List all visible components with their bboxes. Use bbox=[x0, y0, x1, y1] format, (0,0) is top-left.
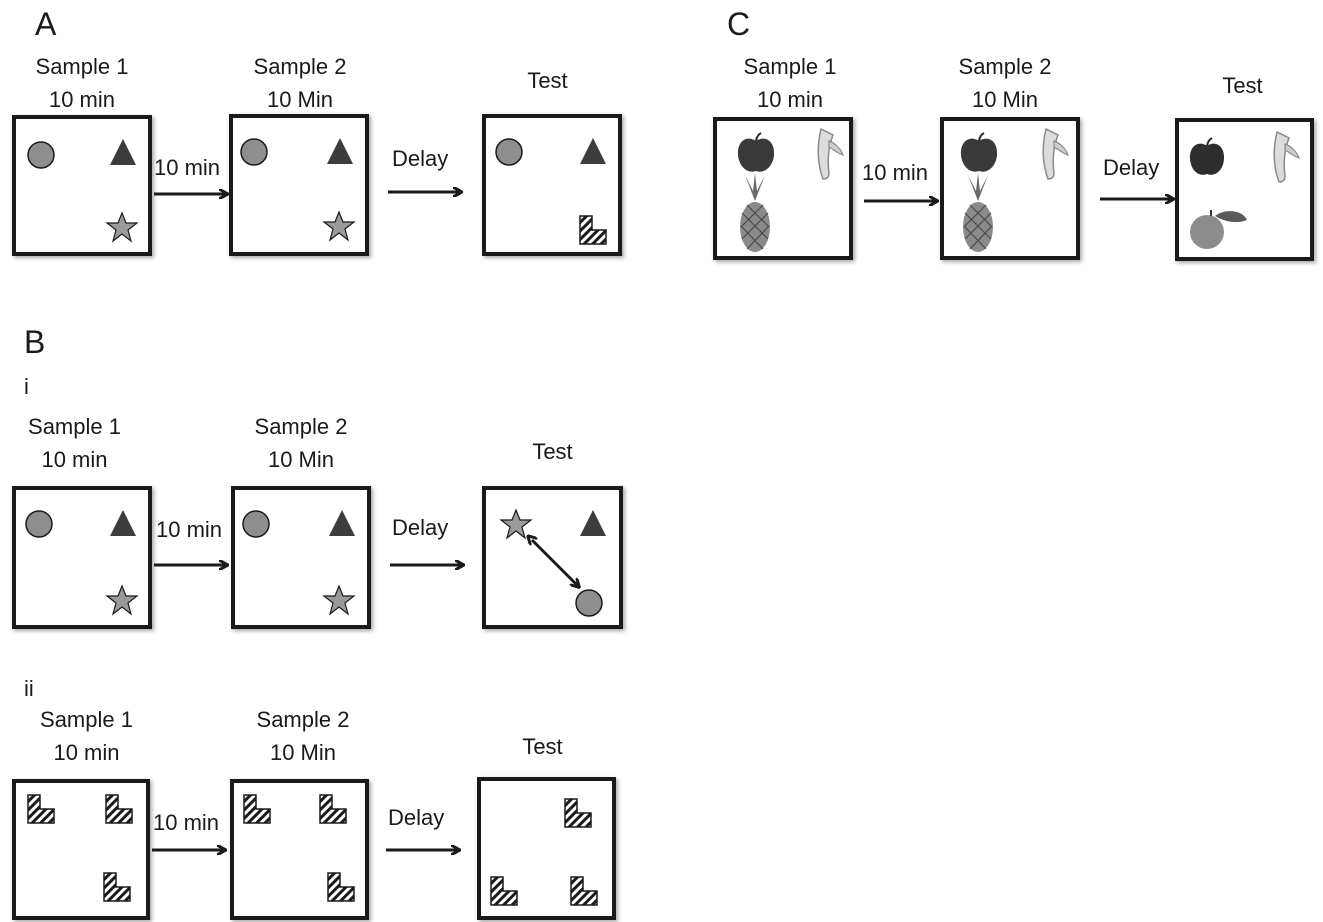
star-icon bbox=[322, 584, 356, 616]
striped-block-icon bbox=[564, 798, 592, 828]
sample2-title: Sample 2 bbox=[958, 54, 1052, 79]
panel-a-test-arena bbox=[482, 114, 622, 256]
triangle-icon bbox=[327, 138, 353, 164]
sample1-time: 10 min bbox=[48, 87, 116, 112]
circle-icon bbox=[242, 510, 270, 538]
banana-icon bbox=[1273, 130, 1300, 183]
striped-block-icon bbox=[327, 872, 355, 902]
sample2-time: 10 Min bbox=[266, 87, 334, 112]
panel-b-ii-test-arena bbox=[477, 777, 616, 920]
apple-icon bbox=[960, 132, 998, 172]
panel-b-letter: B bbox=[24, 324, 46, 360]
interval-arrow bbox=[154, 553, 232, 577]
interval-label: 10 min bbox=[153, 810, 220, 835]
panel-c-sample2-label: Sample 2 10 Min bbox=[935, 50, 1075, 116]
circle-icon bbox=[575, 589, 603, 617]
panel-a-sample2-label: Sample 2 10 Min bbox=[230, 50, 370, 116]
triangle-icon bbox=[580, 510, 606, 536]
sample1-title: Sample 1 bbox=[35, 54, 129, 79]
sample1-title: Sample 1 bbox=[40, 707, 133, 732]
panel-b-ii-sample1-label: Sample 1 10 min bbox=[24, 703, 149, 769]
sample2-title: Sample 2 bbox=[256, 707, 350, 732]
sample2-time: 10 Min bbox=[267, 447, 335, 472]
sample2-time: 10 Min bbox=[971, 87, 1039, 112]
panel-b-i-test-arena bbox=[482, 486, 623, 629]
sample1-title: Sample 1 bbox=[28, 414, 121, 439]
delay-arrow bbox=[388, 180, 466, 204]
panel-b-ii-sample2-arena bbox=[230, 779, 369, 920]
star-icon bbox=[105, 211, 139, 243]
sample2-title: Sample 2 bbox=[253, 54, 347, 79]
interval-label: 10 min bbox=[156, 517, 223, 542]
panel-b-i-sample1-arena bbox=[12, 486, 152, 629]
delay-arrow bbox=[390, 553, 468, 577]
triangle-icon bbox=[110, 139, 136, 165]
striped-block-icon bbox=[570, 876, 598, 906]
panel-c-sample2-arena bbox=[940, 117, 1080, 260]
panel-b-ii-test-label: Test bbox=[522, 734, 563, 759]
star-icon bbox=[105, 584, 139, 616]
circle-icon bbox=[495, 138, 523, 166]
banana-icon bbox=[1042, 127, 1069, 180]
panel-b-i-sample1-label: Sample 1 10 min bbox=[12, 410, 137, 476]
panel-c-test-label: Test bbox=[1222, 73, 1263, 98]
circle-icon bbox=[27, 141, 55, 169]
pineapple-icon bbox=[740, 173, 770, 252]
sample1-title: Sample 1 bbox=[743, 54, 837, 79]
panel-c-test-arena bbox=[1175, 118, 1314, 261]
striped-block-icon bbox=[27, 794, 55, 824]
striped-block-icon bbox=[103, 872, 131, 902]
panel-b-ii-sample2-label: Sample 2 10 Min bbox=[238, 703, 368, 769]
delay-label: Delay bbox=[388, 805, 445, 830]
striped-block-icon bbox=[490, 876, 518, 906]
panel-c-letter: C bbox=[727, 6, 751, 42]
star-icon bbox=[499, 508, 533, 540]
striped-block-icon bbox=[105, 794, 133, 824]
interval-arrow bbox=[864, 189, 942, 213]
circle-icon bbox=[25, 510, 53, 538]
interval-label: 10 min bbox=[154, 155, 221, 180]
panel-a-letter: A bbox=[35, 6, 57, 42]
panel-a-sample1-arena bbox=[12, 115, 152, 256]
delay-label: Delay bbox=[1103, 155, 1160, 180]
swap-arrow bbox=[526, 534, 586, 594]
striped-block-icon bbox=[243, 794, 271, 824]
panel-c-sample1-arena bbox=[713, 117, 853, 260]
circle-icon bbox=[240, 138, 268, 166]
panel-b-i-test-label: Test bbox=[532, 439, 573, 464]
triangle-icon bbox=[110, 510, 136, 536]
panel-a-sample1-label: Sample 1 10 min bbox=[12, 50, 152, 116]
pineapple-icon bbox=[963, 173, 993, 252]
triangle-icon bbox=[580, 138, 606, 164]
panel-b-i-sample2-arena bbox=[231, 486, 371, 629]
apple-icon bbox=[1189, 137, 1225, 175]
panel-b-ii-sample1-arena bbox=[12, 779, 150, 920]
striped-block-icon bbox=[579, 215, 607, 245]
panel-a-test-label: Test bbox=[527, 68, 568, 93]
delay-label: Delay bbox=[392, 515, 449, 540]
panel-b-i-sample2-label: Sample 2 10 Min bbox=[236, 410, 366, 476]
delay-label: Delay bbox=[392, 146, 449, 171]
star-icon bbox=[322, 210, 356, 242]
panel-b-i-label: i bbox=[24, 374, 29, 399]
banana-icon bbox=[817, 127, 844, 180]
apple-icon bbox=[737, 132, 775, 172]
interval-arrow bbox=[152, 838, 230, 862]
interval-arrow bbox=[154, 182, 232, 206]
orange-icon bbox=[1190, 210, 1247, 249]
delay-arrow bbox=[386, 838, 464, 862]
sample1-time: 10 min bbox=[53, 740, 120, 765]
triangle-icon bbox=[329, 510, 355, 536]
panel-a-sample2-arena bbox=[229, 114, 369, 256]
delay-arrow bbox=[1100, 187, 1178, 211]
sample1-time: 10 min bbox=[41, 447, 108, 472]
striped-block-icon bbox=[319, 794, 347, 824]
panel-b-ii-label: ii bbox=[24, 676, 34, 701]
panel-c-sample1-label: Sample 1 10 min bbox=[720, 50, 860, 116]
sample2-time: 10 Min bbox=[269, 740, 337, 765]
sample1-time: 10 min bbox=[756, 87, 824, 112]
interval-label: 10 min bbox=[862, 160, 929, 185]
sample2-title: Sample 2 bbox=[254, 414, 348, 439]
